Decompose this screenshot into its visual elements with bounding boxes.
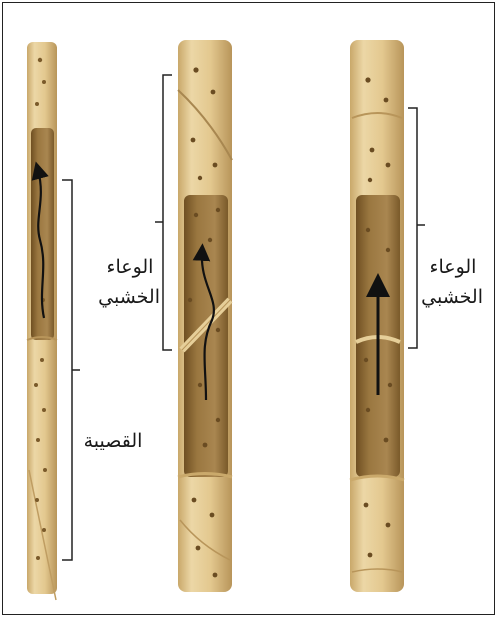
tracheid-bracket	[62, 180, 80, 560]
vessel-label-right-line1: الوعاء	[423, 252, 483, 282]
vessel-label-right: الوعاء الخشبي	[423, 252, 483, 312]
vessel-label-right-line2: الخشبي	[423, 282, 483, 312]
tracheid-label: القصيبة	[78, 430, 148, 452]
tracheid-column	[27, 42, 57, 600]
vessel-label-middle-line1: الوعاء	[100, 252, 160, 282]
vessel-label-middle: الوعاء الخشبي	[100, 252, 160, 312]
vessel-column-right	[350, 40, 404, 592]
vessel-right-bracket	[408, 108, 425, 348]
vessel-label-middle-line2: الخشبي	[100, 282, 160, 312]
vessel-column-middle	[178, 40, 232, 592]
